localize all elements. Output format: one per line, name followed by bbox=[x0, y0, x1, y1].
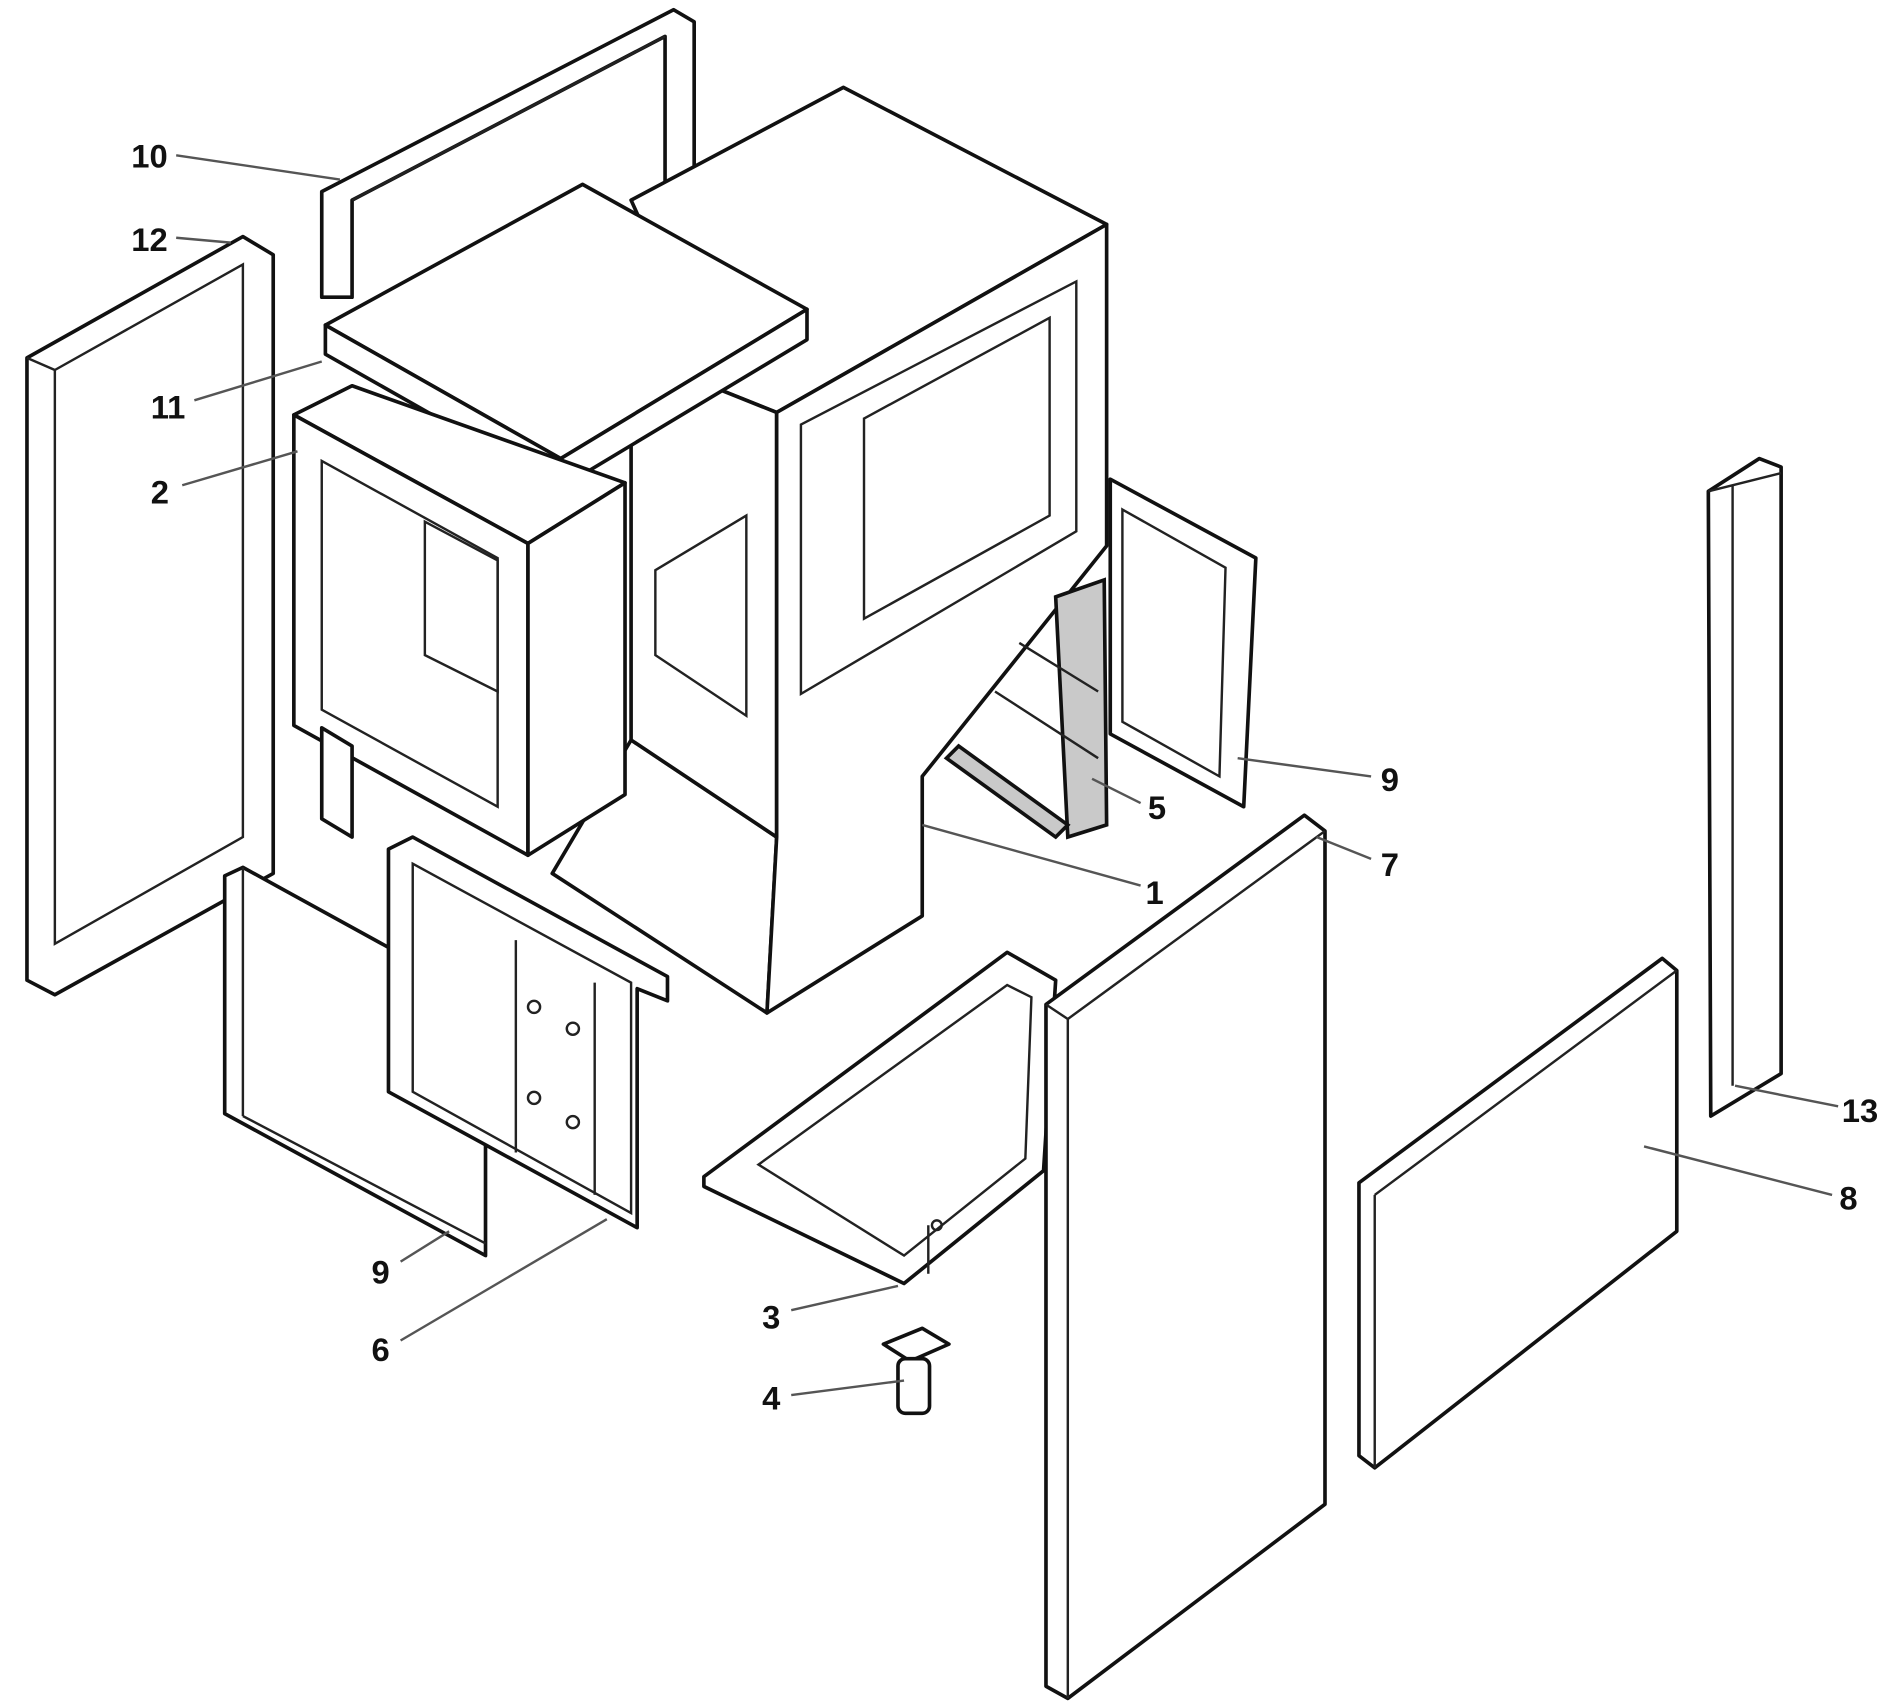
callout-10: 10 bbox=[131, 137, 167, 174]
callout-4: 4 bbox=[762, 1380, 781, 1417]
callout-5: 5 bbox=[1148, 789, 1166, 826]
callout-1: 1 bbox=[1145, 874, 1163, 911]
part-2-control-box bbox=[292, 383, 627, 858]
part-1-main-cabinet bbox=[550, 85, 1109, 1015]
callout-13: 13 bbox=[1842, 1092, 1878, 1129]
leader-lines bbox=[175, 154, 1839, 1397]
part-4-leveling-foot bbox=[881, 1326, 951, 1416]
part-12-side-frame bbox=[25, 234, 276, 997]
part-6-inner-panel bbox=[386, 835, 670, 1230]
callout-labels: 10 12 11 2 9 5 7 1 13 8 9 6 3 4 bbox=[131, 137, 1878, 1416]
callout-2: 2 bbox=[151, 473, 169, 510]
callout-11: 11 bbox=[151, 389, 186, 426]
part-7-side-panel bbox=[1044, 813, 1327, 1701]
part-5-shelf-bracket bbox=[943, 577, 1109, 840]
callout-9-left: 9 bbox=[371, 1253, 389, 1290]
part-9-door-frame-right bbox=[1108, 477, 1258, 809]
callout-9-right: 9 bbox=[1381, 761, 1399, 798]
callout-8: 8 bbox=[1839, 1179, 1857, 1216]
callout-12: 12 bbox=[131, 221, 167, 258]
callout-7: 7 bbox=[1381, 846, 1399, 883]
part-3-base-frame bbox=[702, 950, 1058, 1286]
callout-3: 3 bbox=[762, 1298, 780, 1335]
part-8-back-panel bbox=[1357, 956, 1679, 1470]
part-10-rear-frame bbox=[319, 7, 696, 300]
callout-6: 6 bbox=[371, 1331, 389, 1368]
part-13-corner-post bbox=[1706, 456, 1783, 1118]
